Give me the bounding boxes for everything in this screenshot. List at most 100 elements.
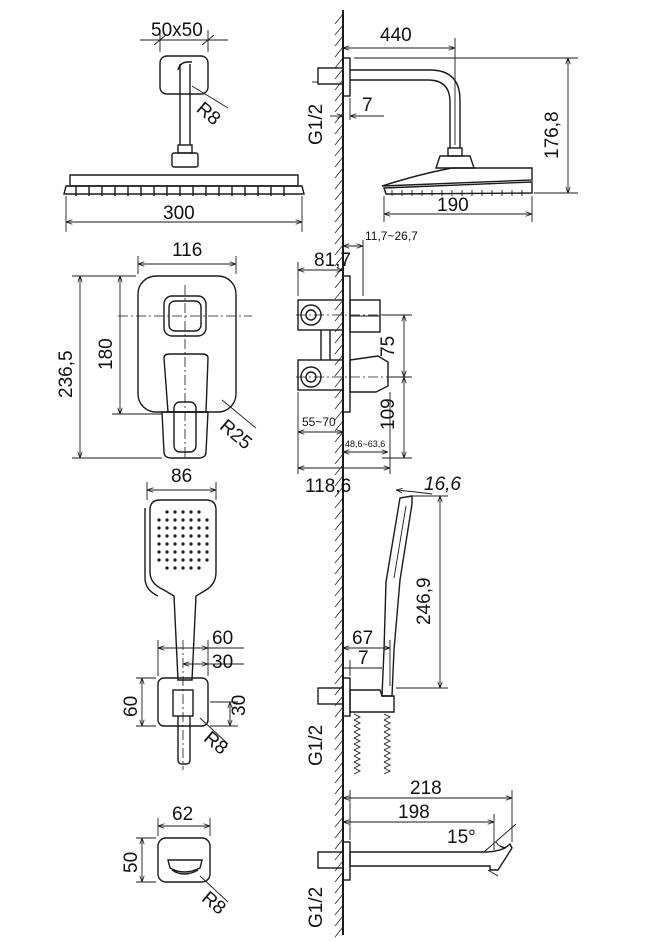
hatch-line [334,816,344,828]
mixer-spacing-label: 75 [378,336,399,357]
hatch-line [334,299,344,311]
hose-segment-a [353,737,362,745]
hatch-line [334,134,344,146]
shower-side-view: 440 G1/2 7 176,8 190 [306,25,578,222]
hand-nozzle [173,518,177,522]
hatch-line [334,772,344,784]
hand-nozzle [189,510,193,514]
shower-head-front-view: 50x50 R8 300 [63,20,305,232]
hatch-line [334,838,344,850]
hand-nozzle [181,558,185,562]
hatch-line [334,233,344,245]
hand-nozzle [173,550,177,554]
hatch-line [334,739,344,751]
hand-nozzle [173,542,177,546]
hatch-line [334,189,344,201]
hatch-line [334,915,344,927]
hand-nozzle [165,518,169,522]
hand-nozzle [197,558,201,562]
mixer-adjust-label: 11,7~26,7 [365,229,418,243]
hatch-line [334,783,344,795]
mixer-install-range-label: 48,6~63,6 [345,439,385,449]
hatch-line [334,464,344,476]
hand-nozzle [189,550,193,554]
hatch-line [334,519,344,531]
mixer-front-view: 116 236,5 180 R25 [56,240,257,460]
hatch-line [334,552,344,564]
hand-flange-label: 7 [358,648,369,669]
hatch-line [334,651,344,663]
hatch-line [334,508,344,520]
hand-nozzle [181,542,185,546]
hose-segment-b [383,719,392,727]
hand-nozzle [205,518,209,522]
mixer-side-view: 81,7 11,7~26,7 75 109 55~70 48,6~63,6 11… [296,229,418,497]
mixer-total-depth-label: 118,6 [305,476,351,497]
hand-nozzle [205,542,209,546]
hatch-line [334,585,344,597]
mixer-width-label: 116 [172,240,202,261]
hose-segment-a [353,749,362,757]
spout-width-label: 62 [172,804,193,825]
hatch-line [334,684,344,696]
hand-nozzle [197,534,201,538]
mixer-depth-label: 81,7 [314,250,351,271]
hand-nozzle [197,566,201,570]
hatch-line [334,563,344,575]
hatch-line [334,794,344,806]
hatch-line [334,530,344,542]
hose-segment-b [383,725,392,733]
hatch-line [334,398,344,410]
hatch-line [334,761,344,773]
hand-nozzle [197,510,201,514]
hand-nozzle-grid [157,510,209,570]
hand-nozzle [181,510,185,514]
hatch-line [334,717,344,729]
hatch-line [334,882,344,894]
hatch-line [334,365,344,377]
hatch-line [334,123,344,135]
hatch-line [334,442,344,454]
hand-nozzle [205,550,209,554]
hatch-line [334,211,344,223]
height-label: 176,8 [542,111,563,159]
hose-segment-b [383,731,392,739]
hatch-line [334,805,344,817]
hatch-line [334,728,344,740]
hose-segment-b [383,737,392,745]
hatch-line [334,706,344,718]
hatch-line [334,640,344,652]
hand-nozzle [173,510,177,514]
hand-nozzle [157,518,161,522]
hose-segment-a [353,755,362,763]
hatch-line [334,409,344,421]
mixer-wall-range-label: 55~70 [302,415,336,429]
hose-segment-a [353,725,362,733]
hatch-line [334,24,344,36]
hatch-line [334,13,344,25]
hatch-line [334,310,344,322]
hose-segment-a [353,767,362,775]
hatch-line [334,662,344,674]
hand-nozzle [181,518,185,522]
hand-nozzle [173,566,177,570]
hatch-line [334,827,344,839]
mixer-outer-height-label: 236,5 [56,350,77,398]
hand-nozzle [173,534,177,538]
hand-nozzle [157,542,161,546]
hatch-line [334,871,344,883]
hatch-line [334,288,344,300]
holder-height-label: 60 [121,696,142,717]
hose-segment-a [353,731,362,739]
hand-nozzle [165,566,169,570]
hand-nozzle [189,518,193,522]
arm-size-label: 50x50 [151,20,203,41]
mixer-inner-height-label: 180 [96,338,117,370]
wall-hatch [334,13,344,938]
hand-nozzle [165,542,169,546]
hose-segment-b [383,743,392,751]
hand-shower-front-view: 86 60 30 60 30 R8 [121,466,250,770]
mixer-radius-label: R25 [215,416,255,454]
spout-front-view: 62 50 R8 [121,804,229,919]
